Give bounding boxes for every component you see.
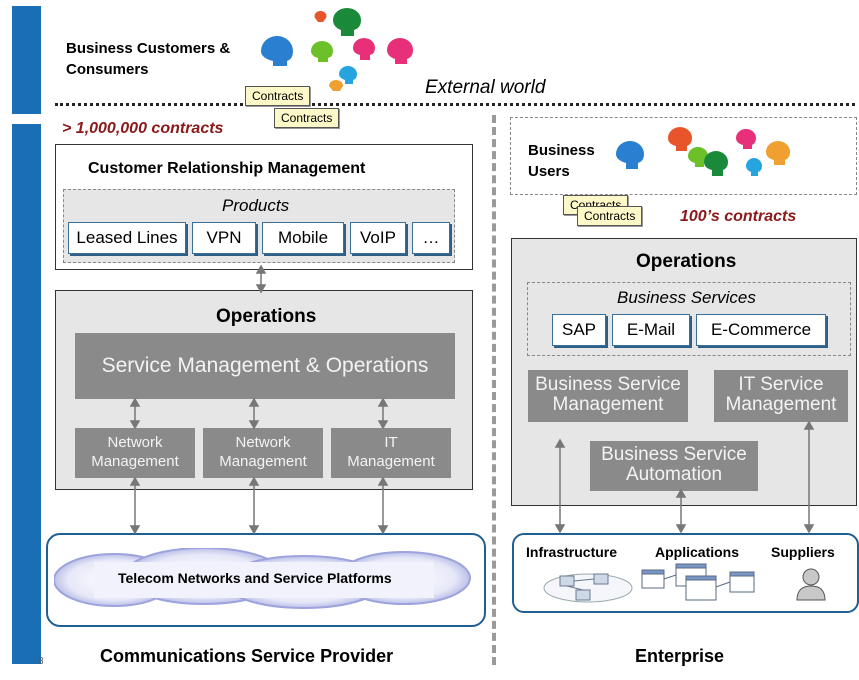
- service-email: E-Mail: [612, 314, 690, 346]
- enterprise-contracts-count: 100’s contracts: [680, 208, 797, 225]
- accent-bar-bottom: [12, 124, 41, 664]
- product-leased-lines: Leased Lines: [68, 222, 186, 254]
- enterprise-connector-arrows: [554, 420, 815, 534]
- suppliers-label: Suppliers: [771, 544, 835, 560]
- external-world-separator: [55, 103, 855, 106]
- business-service-management-box: Business Service Management: [528, 370, 688, 422]
- service-sap: SAP: [552, 314, 606, 346]
- infrastructure-label: Infrastructure: [526, 544, 618, 560]
- product-mobile: Mobile: [262, 222, 344, 254]
- customers-heads-icon: [261, 8, 413, 91]
- telecom-networks-label: Telecom Networks and Service Platforms: [118, 570, 392, 586]
- business-services-label: Business Services: [617, 288, 756, 307]
- enterprise-operations-title: Operations: [636, 251, 737, 272]
- external-world-label: External world: [425, 77, 546, 98]
- csp-connector-arrows: [129, 264, 389, 535]
- business-users-label: Business Users: [528, 142, 595, 180]
- page-number: 8: [38, 656, 44, 667]
- infrastructure-icon: [543, 573, 633, 603]
- csp-enterprise-separator: [492, 115, 496, 665]
- network-management-box-2: Network Management: [203, 428, 323, 478]
- customers-label: Business Customers & Consumers: [66, 40, 231, 78]
- csp-operations-title: Operations: [216, 306, 317, 327]
- applications-label: Applications: [655, 544, 740, 560]
- accent-bar-top: [12, 6, 41, 114]
- smo-label: Service Management & Operations: [101, 354, 429, 377]
- crm-title: Customer Relationship Management: [88, 160, 366, 177]
- products-label: Products: [222, 196, 290, 215]
- product-more: …: [412, 222, 450, 254]
- cloud-icon: [54, 548, 471, 609]
- business-users-heads-icon: [616, 127, 790, 176]
- business-service-automation-box: Business Service Automation: [590, 441, 758, 491]
- contracts-note-2: Contracts: [274, 108, 340, 128]
- it-service-management-box: IT Service Management: [714, 370, 848, 422]
- csp-footer-label: Communications Service Provider: [100, 646, 394, 666]
- service-management-operations-box: Service Management & Operations: [75, 333, 455, 399]
- product-voip: VoIP: [350, 222, 406, 254]
- csp-contracts-count: > 1,000,000 contracts: [62, 120, 224, 137]
- suppliers-icon: [796, 568, 826, 601]
- contracts-note-1: Contracts: [245, 86, 311, 106]
- it-management-box: IT Management: [331, 428, 451, 478]
- enterprise-footer-label: Enterprise: [635, 646, 725, 666]
- enterprise-contracts-note-2: Contracts: [577, 206, 643, 226]
- service-ecommerce: E-Commerce: [696, 314, 826, 346]
- product-vpn: VPN: [192, 222, 256, 254]
- network-management-box-1: Network Management: [75, 428, 195, 478]
- business-services-panel: [527, 282, 851, 356]
- applications-icon: [641, 563, 755, 601]
